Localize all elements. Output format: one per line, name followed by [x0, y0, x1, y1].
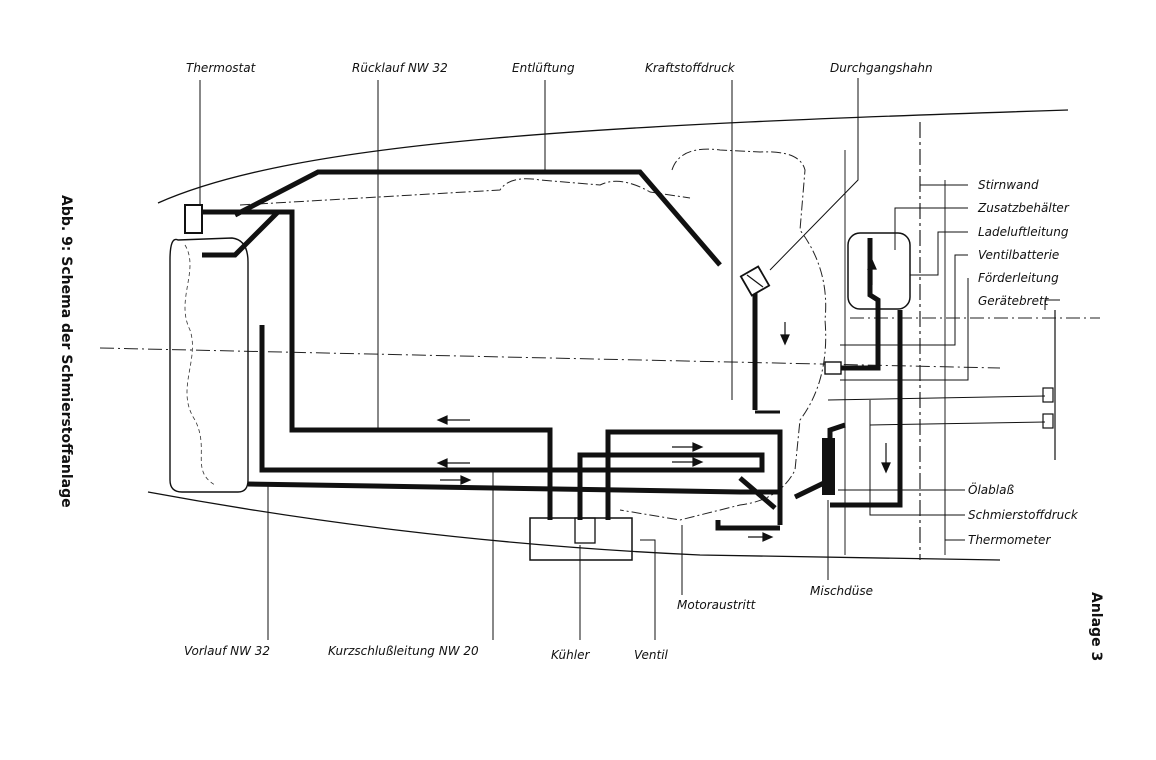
fuselage-bottom-outline [147, 491, 1001, 561]
label-stirnwand: Stirnwand [978, 178, 1039, 192]
supply-line [247, 481, 783, 525]
leader-foerderleitung [840, 278, 969, 381]
label-foerderleitung: Förderleitung [978, 271, 1059, 285]
label-ventilbatterie: Ventilbatterie [978, 248, 1059, 262]
valve-branch [715, 520, 780, 531]
figure-caption: Abb. 9: Schema der Schmierstoffanlage [58, 195, 74, 508]
leader-geraetebrett [1044, 299, 1060, 310]
label-schmierstoffdruck: Schmierstoffdruck [968, 508, 1079, 522]
flow-arrow-4 [672, 442, 704, 452]
fuselage-top-outline [157, 109, 1069, 204]
gauge-2 [1042, 413, 1054, 429]
label-kurzschluss: Kurzschlußleitung NW 20 [328, 644, 479, 658]
label-durchgangshahn: Durchgangshahn [830, 61, 933, 75]
center-line [99, 347, 1001, 369]
appendix-label: Anlage 3 [1088, 592, 1104, 661]
mixing-nozzle [822, 438, 835, 495]
leader-ventilbatterie [840, 254, 968, 346]
label-kuehler: Kühler [551, 648, 590, 662]
label-zusatzbehaelter: Zusatzbehälter [977, 201, 1070, 215]
short-circuit-line [259, 325, 765, 520]
delivery-line [830, 310, 903, 508]
aux-tank-line [840, 238, 881, 371]
label-kraftstoffdruck: Kraftstoffdruck [645, 61, 736, 75]
durchgangshahn-cross [746, 274, 764, 288]
tank-inner-contour [184, 244, 216, 486]
vent-line [233, 169, 722, 267]
valve-battery [824, 361, 842, 375]
label-olablass: Ölablaß [968, 481, 1014, 497]
label-mischduese: Mischdüse [810, 584, 873, 598]
thermostat-link [202, 210, 280, 258]
oil-tank [169, 237, 249, 493]
label-motoraustritt: Motoraustritt [677, 598, 757, 612]
pressure-gauge-line [827, 395, 1046, 401]
thermometer-lead [869, 400, 945, 516]
leader-ventil [640, 539, 656, 640]
label-thermometer: Thermometer [968, 533, 1051, 547]
mixing-line [793, 422, 846, 500]
auxiliary-tank [847, 232, 911, 310]
label-vorlauf: Vorlauf NW 32 [184, 644, 270, 658]
flow-arrow-1 [436, 415, 470, 425]
flow-arrow-5 [672, 457, 704, 467]
thermometer-gauge-line [869, 421, 1046, 426]
flow-arrow-8 [867, 258, 877, 285]
engine-outline [239, 148, 827, 521]
flow-arrow-3 [440, 475, 472, 485]
label-geraetebrett: Gerätebrett [978, 294, 1050, 308]
leader-durchgangshahn [769, 78, 859, 271]
gauge-1 [1042, 387, 1054, 403]
leader-zusatzbehaelter [894, 207, 968, 250]
flow-arrow-7 [881, 443, 891, 474]
engine-outlet-line [605, 429, 783, 525]
flow-arrow-6 [748, 532, 774, 542]
flow-arrow-9 [780, 322, 790, 346]
label-ruecklauf: Rücklauf NW 32 [352, 61, 448, 75]
leader-ladeluftleitung [910, 231, 968, 276]
cooler [529, 517, 633, 561]
label-entlueftung: Entlüftung [512, 61, 575, 75]
cooler-inner [574, 517, 596, 544]
thermostat-box [184, 204, 203, 234]
leader-thermometer [944, 425, 965, 541]
return-line [202, 209, 553, 520]
label-ladeluftleitung: Ladeluftleitung [978, 225, 1069, 239]
label-thermostat: Thermostat [186, 61, 257, 75]
label-ventil: Ventil [634, 648, 669, 662]
cooler-outlet [738, 476, 777, 510]
flow-arrow-2 [436, 458, 470, 468]
